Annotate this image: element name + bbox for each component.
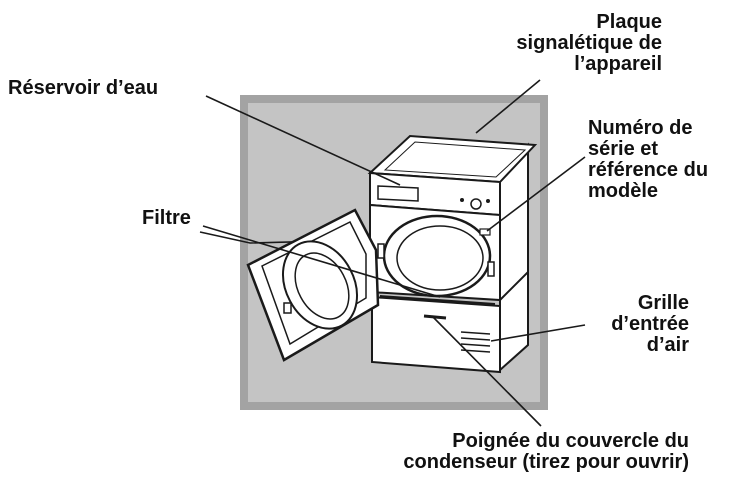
label-plaque: Plaque signalétique de l’appareil xyxy=(516,11,662,75)
dryer-top-inner xyxy=(383,141,527,178)
hinge xyxy=(377,243,385,259)
label-reservoir: Réservoir d’eau xyxy=(8,77,159,99)
label-filtre: Filtre xyxy=(142,207,191,229)
leader-poignee xyxy=(431,315,542,427)
dryer-door-inner xyxy=(261,220,367,346)
serial-plate xyxy=(479,228,491,236)
control-button xyxy=(460,198,464,202)
leader-filtre xyxy=(202,225,441,298)
leader-grille xyxy=(490,324,586,342)
leader-reservoir xyxy=(205,95,401,186)
control-button xyxy=(486,199,490,203)
water-tank-drawer xyxy=(377,185,419,202)
control-dial xyxy=(470,198,482,210)
door-window-inner xyxy=(294,252,350,320)
label-numero: Numéro de série et référence du modèle xyxy=(588,117,709,202)
condenser-handle xyxy=(423,314,447,320)
label-grille: Grille d’entrée d’air xyxy=(611,292,689,356)
filter-slot xyxy=(379,295,496,305)
door-window xyxy=(282,240,358,330)
drum-inner xyxy=(396,225,484,291)
leader-numero xyxy=(486,156,586,232)
leader-plaque xyxy=(475,79,541,134)
door-latch xyxy=(283,302,292,314)
label-poignee: Poignée du couvercle du condenseur (tire… xyxy=(403,430,689,473)
condenser-cover xyxy=(371,295,501,374)
hinge xyxy=(487,261,495,277)
